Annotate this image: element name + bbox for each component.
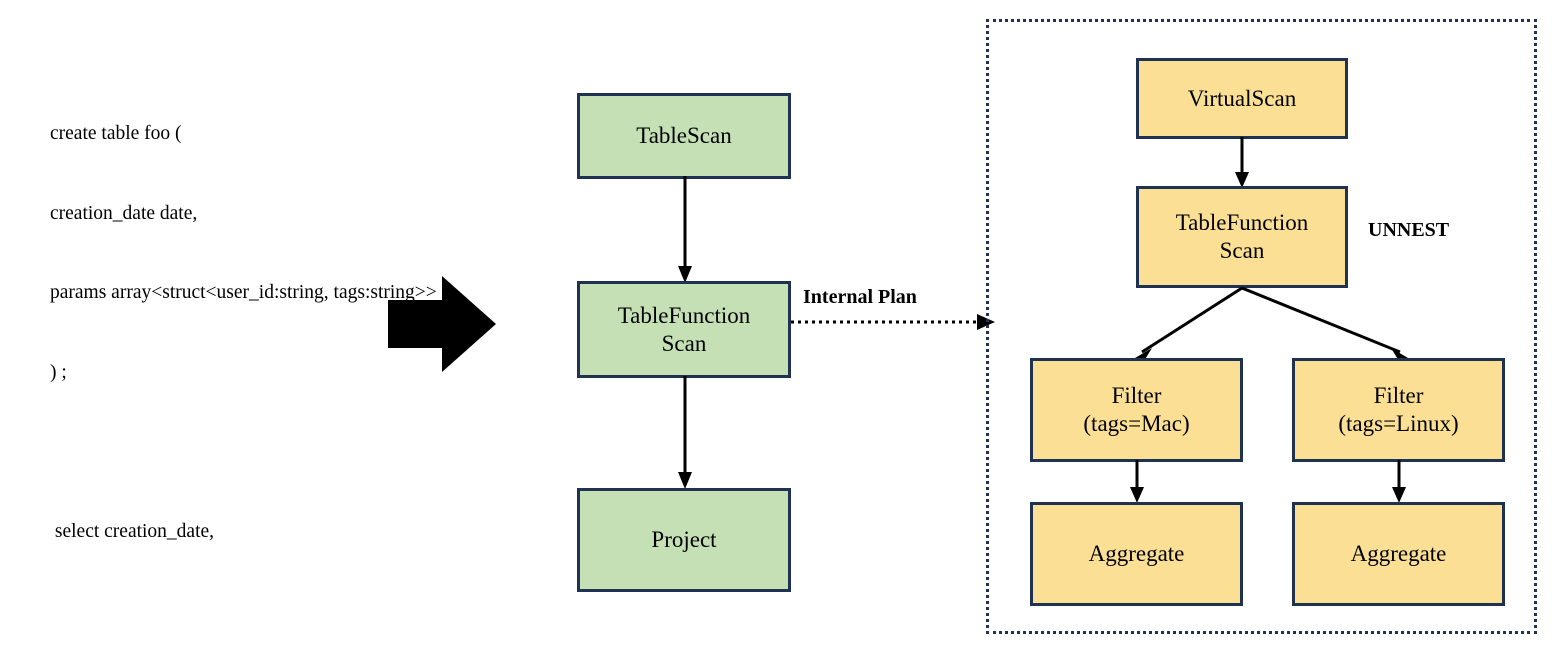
node-aggregate-right[interactable]: Aggregate: [1292, 502, 1505, 606]
sql-line: ) ;: [50, 361, 67, 383]
node-label: TableFunction Scan: [617, 302, 751, 356]
transform-arrow-icon: [388, 276, 496, 372]
node-tablefunctionscan-internal[interactable]: TableFunction Scan: [1136, 186, 1348, 288]
connector-tablefunctionscan-to-project: [678, 376, 692, 489]
node-label: VirtualScan: [1187, 85, 1297, 111]
node-filter-linux[interactable]: Filter (tags=Linux): [1292, 358, 1505, 462]
node-tablefunctionscan-logical[interactable]: TableFunction Scan: [577, 281, 791, 378]
node-label: Aggregate: [1088, 541, 1185, 566]
node-label: Project: [651, 527, 717, 552]
sql-line-blank: [50, 439, 437, 466]
sql-code-block: create table foo ( creation_date date, p…: [50, 68, 437, 654]
node-filter-mac[interactable]: Filter (tags=Mac): [1030, 358, 1243, 462]
internal-plan-label: Internal Plan: [803, 286, 917, 308]
sql-line-blank: [50, 598, 437, 625]
connector-tablescan-to-tablefunctionscan: [678, 176, 692, 283]
node-virtualscan[interactable]: VirtualScan: [1136, 58, 1348, 139]
node-label: TableFunction Scan: [1175, 210, 1309, 263]
sql-line: select creation_date,: [50, 520, 215, 542]
node-label: Filter (tags=Mac): [1083, 383, 1190, 436]
node-project[interactable]: Project: [577, 488, 791, 592]
unnest-label: UNNEST: [1368, 219, 1450, 241]
connector-internal-plan-dotted: [791, 314, 995, 330]
sql-line: params array<struct<user_id:string, tags…: [50, 282, 437, 303]
node-tablescan[interactable]: TableScan: [577, 93, 791, 179]
node-label: Aggregate: [1350, 541, 1447, 566]
sql-line: create table foo (: [50, 123, 182, 144]
node-aggregate-left[interactable]: Aggregate: [1030, 502, 1243, 606]
node-label: TableScan: [636, 123, 732, 148]
sql-line: creation_date date,: [50, 202, 198, 224]
internal-plan-region: [986, 19, 1537, 634]
node-label: Filter (tags=Linux): [1338, 383, 1459, 436]
